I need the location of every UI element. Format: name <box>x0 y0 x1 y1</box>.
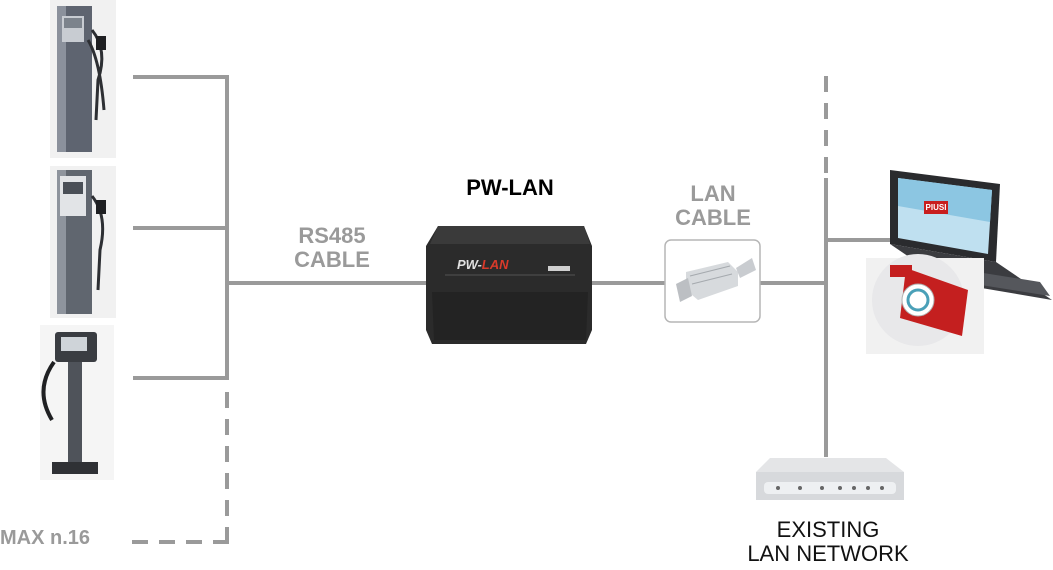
cd-icon <box>866 254 984 354</box>
rs485-cable-label: RS485 CABLE <box>294 223 370 272</box>
device-title: PW-LAN <box>466 175 554 200</box>
network-switch-icon <box>756 458 904 500</box>
piusi-logo: PIUSI <box>924 201 948 214</box>
fuel-dispenser-icon <box>50 0 116 158</box>
existing-lan-network-label: EXISTING LAN NETWORK <box>747 517 909 566</box>
rj45-connector-icon <box>664 239 761 323</box>
lan-bus <box>592 76 898 457</box>
fuel-dispenser-icon <box>50 166 116 318</box>
lan-cable-label: LAN CABLE <box>675 181 751 230</box>
device-brand-logo: PW-LAN <box>457 257 509 272</box>
rs485-bus <box>132 75 430 544</box>
pw-lan-box-icon <box>426 226 592 344</box>
fuel-pedestal-icon <box>40 325 114 480</box>
max-devices-label: MAX n.16 <box>0 527 91 549</box>
laptop-icon <box>890 170 1052 300</box>
